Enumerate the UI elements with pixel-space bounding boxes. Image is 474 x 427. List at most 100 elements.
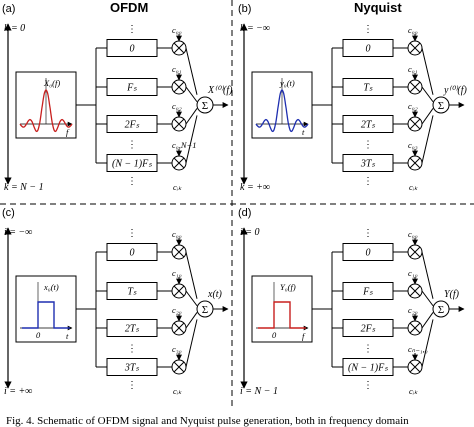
delay-shift-label: 3Tₛ bbox=[360, 159, 376, 170]
coefficient-label: c₀₀ bbox=[408, 229, 418, 239]
sum-input-line bbox=[185, 251, 198, 299]
sum-input-line bbox=[421, 47, 434, 95]
sum-input-line bbox=[185, 115, 198, 164]
sum-input-line bbox=[421, 319, 434, 368]
sum-input-line bbox=[185, 108, 198, 125]
sum-input-line bbox=[421, 86, 434, 103]
rect-pulse-icon bbox=[22, 301, 70, 329]
sigma-icon: Σ bbox=[202, 304, 208, 316]
range-top-label: k = −∞ bbox=[240, 23, 270, 34]
panel-label: (b) bbox=[238, 3, 251, 15]
delay-shift-label: 2Tₛ bbox=[125, 324, 140, 335]
range-top-label: i = −∞ bbox=[4, 227, 32, 238]
multiply-cross-icon bbox=[409, 157, 421, 169]
panel-label: (d) bbox=[238, 207, 251, 219]
sum-input-line bbox=[185, 290, 198, 307]
delay-shift-label: 0 bbox=[130, 248, 135, 259]
inset-pulse-label: x₀(t) bbox=[43, 282, 59, 292]
coefficient-label: c₀₀ bbox=[172, 229, 182, 239]
bottom-coefficient-label: cᵢₖ bbox=[173, 386, 182, 396]
multiply-cross-icon bbox=[409, 285, 421, 297]
coefficient-label: c₁₀ bbox=[408, 268, 418, 278]
delay-shift-label: 0 bbox=[130, 44, 135, 55]
panel-title: Nyquist bbox=[354, 0, 402, 15]
inset-pulse-label: X₀(f) bbox=[43, 78, 60, 88]
sum-input-line bbox=[421, 115, 434, 164]
multiply-cross-icon bbox=[409, 361, 421, 373]
ellipsis-top: ⋮ bbox=[363, 24, 373, 35]
sum-input-line bbox=[421, 312, 434, 329]
multiply-cross-icon bbox=[409, 81, 421, 93]
coefficient-label: c₀,N−1 bbox=[172, 140, 197, 150]
multiply-cross-icon bbox=[409, 42, 421, 54]
coefficient-label: c₃₀ bbox=[172, 344, 182, 354]
range-top-label: k = 0 bbox=[4, 23, 25, 34]
delay-shift-label: Fₛ bbox=[126, 83, 137, 94]
output-label: y⁽⁰⁾(f) bbox=[443, 85, 467, 96]
multiply-cross-icon bbox=[173, 42, 185, 54]
coefficient-label: c₀₂ bbox=[408, 101, 418, 111]
delay-shift-label: 2Fₛ bbox=[361, 324, 376, 335]
ellipsis-bottom: ⋮ bbox=[127, 176, 137, 187]
range-bottom-label: k = N − 1 bbox=[4, 182, 44, 193]
coefficient-label: c₀₁ bbox=[172, 64, 182, 74]
delay-shift-label: (N − 1)Fₛ bbox=[112, 159, 152, 170]
sigma-icon: Σ bbox=[438, 100, 444, 112]
coefficient-label: cₙ₋₁,₀ bbox=[408, 344, 428, 354]
delay-shift-label: (N − 1)Fₛ bbox=[348, 363, 388, 374]
coefficient-label: c₀₀ bbox=[408, 25, 418, 35]
inset-axis-label: t bbox=[302, 127, 305, 137]
ellipsis-top: ⋮ bbox=[127, 228, 137, 239]
panel-label: (c) bbox=[2, 207, 15, 219]
sum-input-line bbox=[185, 86, 198, 103]
range-bottom-label: i = +∞ bbox=[4, 386, 32, 397]
multiply-cross-icon bbox=[173, 81, 185, 93]
multiply-cross-icon bbox=[173, 361, 185, 373]
sum-input-line bbox=[421, 290, 434, 307]
ellipsis-middle: ⋮ bbox=[127, 140, 137, 151]
ellipsis-bottom: ⋮ bbox=[363, 176, 373, 187]
figure-caption: Fig. 4. Schematic of OFDM signal and Nyq… bbox=[6, 415, 409, 427]
delay-shift-label: Tₛ bbox=[363, 83, 373, 94]
inset-axis-label: f bbox=[302, 331, 306, 341]
delay-shift-label: 3Tₛ bbox=[124, 363, 140, 374]
coefficient-label: c₁₀ bbox=[172, 268, 182, 278]
panel-label: (a) bbox=[2, 3, 15, 15]
range-bottom-label: k = +∞ bbox=[240, 182, 270, 193]
sigma-icon: Σ bbox=[202, 100, 208, 112]
rect-pulse-icon bbox=[258, 301, 306, 329]
sigma-icon: Σ bbox=[438, 304, 444, 316]
inset-pulse-label: y₀(t) bbox=[279, 78, 295, 88]
pulse-inset-box bbox=[251, 275, 313, 343]
range-top-label: i = 0 bbox=[240, 227, 260, 238]
coefficient-label: c₀₁ bbox=[408, 64, 418, 74]
bottom-coefficient-label: cᵢₖ bbox=[409, 386, 418, 396]
sinc-pulse-icon bbox=[255, 89, 309, 133]
ellipsis-middle: ⋮ bbox=[127, 344, 137, 355]
delay-shift-label: Fₛ bbox=[362, 287, 373, 298]
sum-input-line bbox=[185, 319, 198, 368]
ellipsis-middle: ⋮ bbox=[363, 140, 373, 151]
ellipsis-top: ⋮ bbox=[127, 24, 137, 35]
multiply-cross-icon bbox=[173, 246, 185, 258]
inset-origin-label: 0 bbox=[36, 330, 41, 340]
coefficient-label: c₂₀ bbox=[408, 305, 418, 315]
multiply-cross-icon bbox=[173, 322, 185, 334]
ellipsis-middle: ⋮ bbox=[363, 344, 373, 355]
sum-input-line bbox=[421, 108, 434, 125]
multiply-cross-icon bbox=[173, 157, 185, 169]
ellipsis-bottom: ⋮ bbox=[127, 380, 137, 391]
sum-input-line bbox=[185, 47, 198, 95]
inset-origin-label: 0 bbox=[272, 330, 277, 340]
pulse-inset-box bbox=[15, 275, 77, 343]
sinc-pulse-icon bbox=[19, 89, 73, 133]
coefficient-label: c₂₀ bbox=[172, 305, 182, 315]
bottom-coefficient-label: cᵢₖ bbox=[409, 182, 418, 192]
panel-c: (c)i = −∞i = +∞tx₀(t)00c₀₀Tₛc₁₀2Tₛc₂₀3Tₛ… bbox=[2, 207, 229, 397]
multiply-cross-icon bbox=[173, 118, 185, 130]
coefficient-label: c₀₂ bbox=[172, 101, 182, 111]
multiply-cross-icon bbox=[409, 118, 421, 130]
